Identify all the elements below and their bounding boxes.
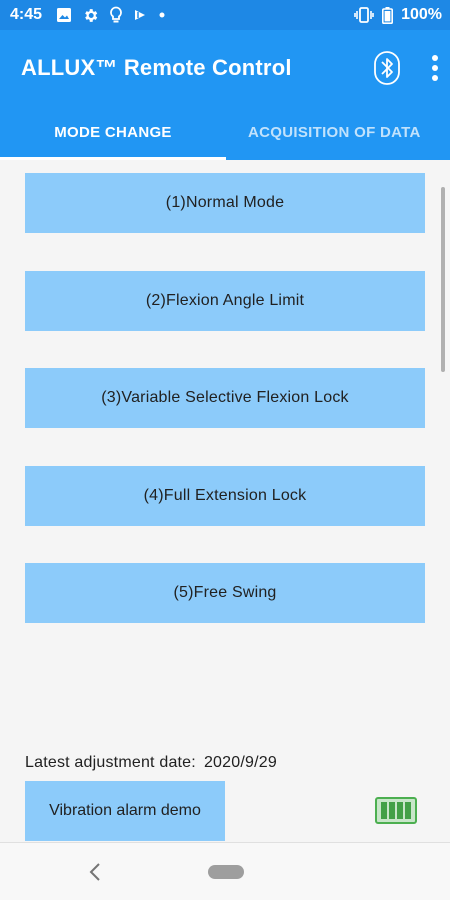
status-time: 4:45 [10,6,43,23]
app-bar: ALLUX™ Remote Control [0,30,450,105]
variable-selective-flexion-lock-button[interactable]: (3)Variable Selective Flexion Lock [25,368,425,428]
vibration-alarm-demo-button[interactable]: Vibration alarm demo [25,781,225,841]
battery-bar [405,802,411,819]
battery-percent: 100% [401,6,442,23]
flexion-angle-limit-button[interactable]: (2)Flexion Angle Limit [25,271,425,331]
overflow-menu-button[interactable] [430,54,440,82]
battery-bar [389,802,395,819]
battery-bar [381,802,387,819]
device-battery-icon [375,797,417,824]
normal-mode-button[interactable]: (1)Normal Mode [25,173,425,233]
system-nav-bar [0,842,450,900]
bluetooth-icon [374,50,400,85]
play-icon [133,8,147,22]
status-right: 100% [354,6,442,24]
tab-mode-change[interactable]: MODE CHANGE [0,105,226,160]
free-swing-button[interactable]: (5)Free Swing [25,563,425,623]
scrollbar[interactable] [441,187,445,372]
bluetooth-button[interactable] [374,50,400,85]
more-vertical-icon [432,54,438,81]
full-extension-lock-button[interactable]: (4)Full Extension Lock [25,466,425,526]
back-button[interactable] [84,860,106,884]
latest-adjustment-row: Latest adjustment date: 2020/9/29 [25,754,277,772]
app-title: ALLUX™ Remote Control [21,54,292,80]
status-left: 4:45 [10,6,167,24]
tab-bar: MODE CHANGE ACQUISITION OF DATA [0,105,450,160]
app-actions [374,50,440,85]
battery-icon [382,6,394,24]
lightbulb-icon [109,6,123,24]
gear-icon [82,7,99,24]
adjustment-date: 2020/9/29 [203,754,277,771]
home-button[interactable] [208,865,244,879]
image-icon [56,7,72,23]
dot-icon [157,10,167,20]
status-bar: 4:45 100% [0,0,450,30]
adjustment-label: Latest adjustment date: [25,754,196,771]
battery-bar [397,802,403,819]
vibrate-icon [354,7,374,23]
tab-acquisition-of-data[interactable]: ACQUISITION OF DATA [248,124,421,141]
chevron-left-icon [89,863,100,881]
